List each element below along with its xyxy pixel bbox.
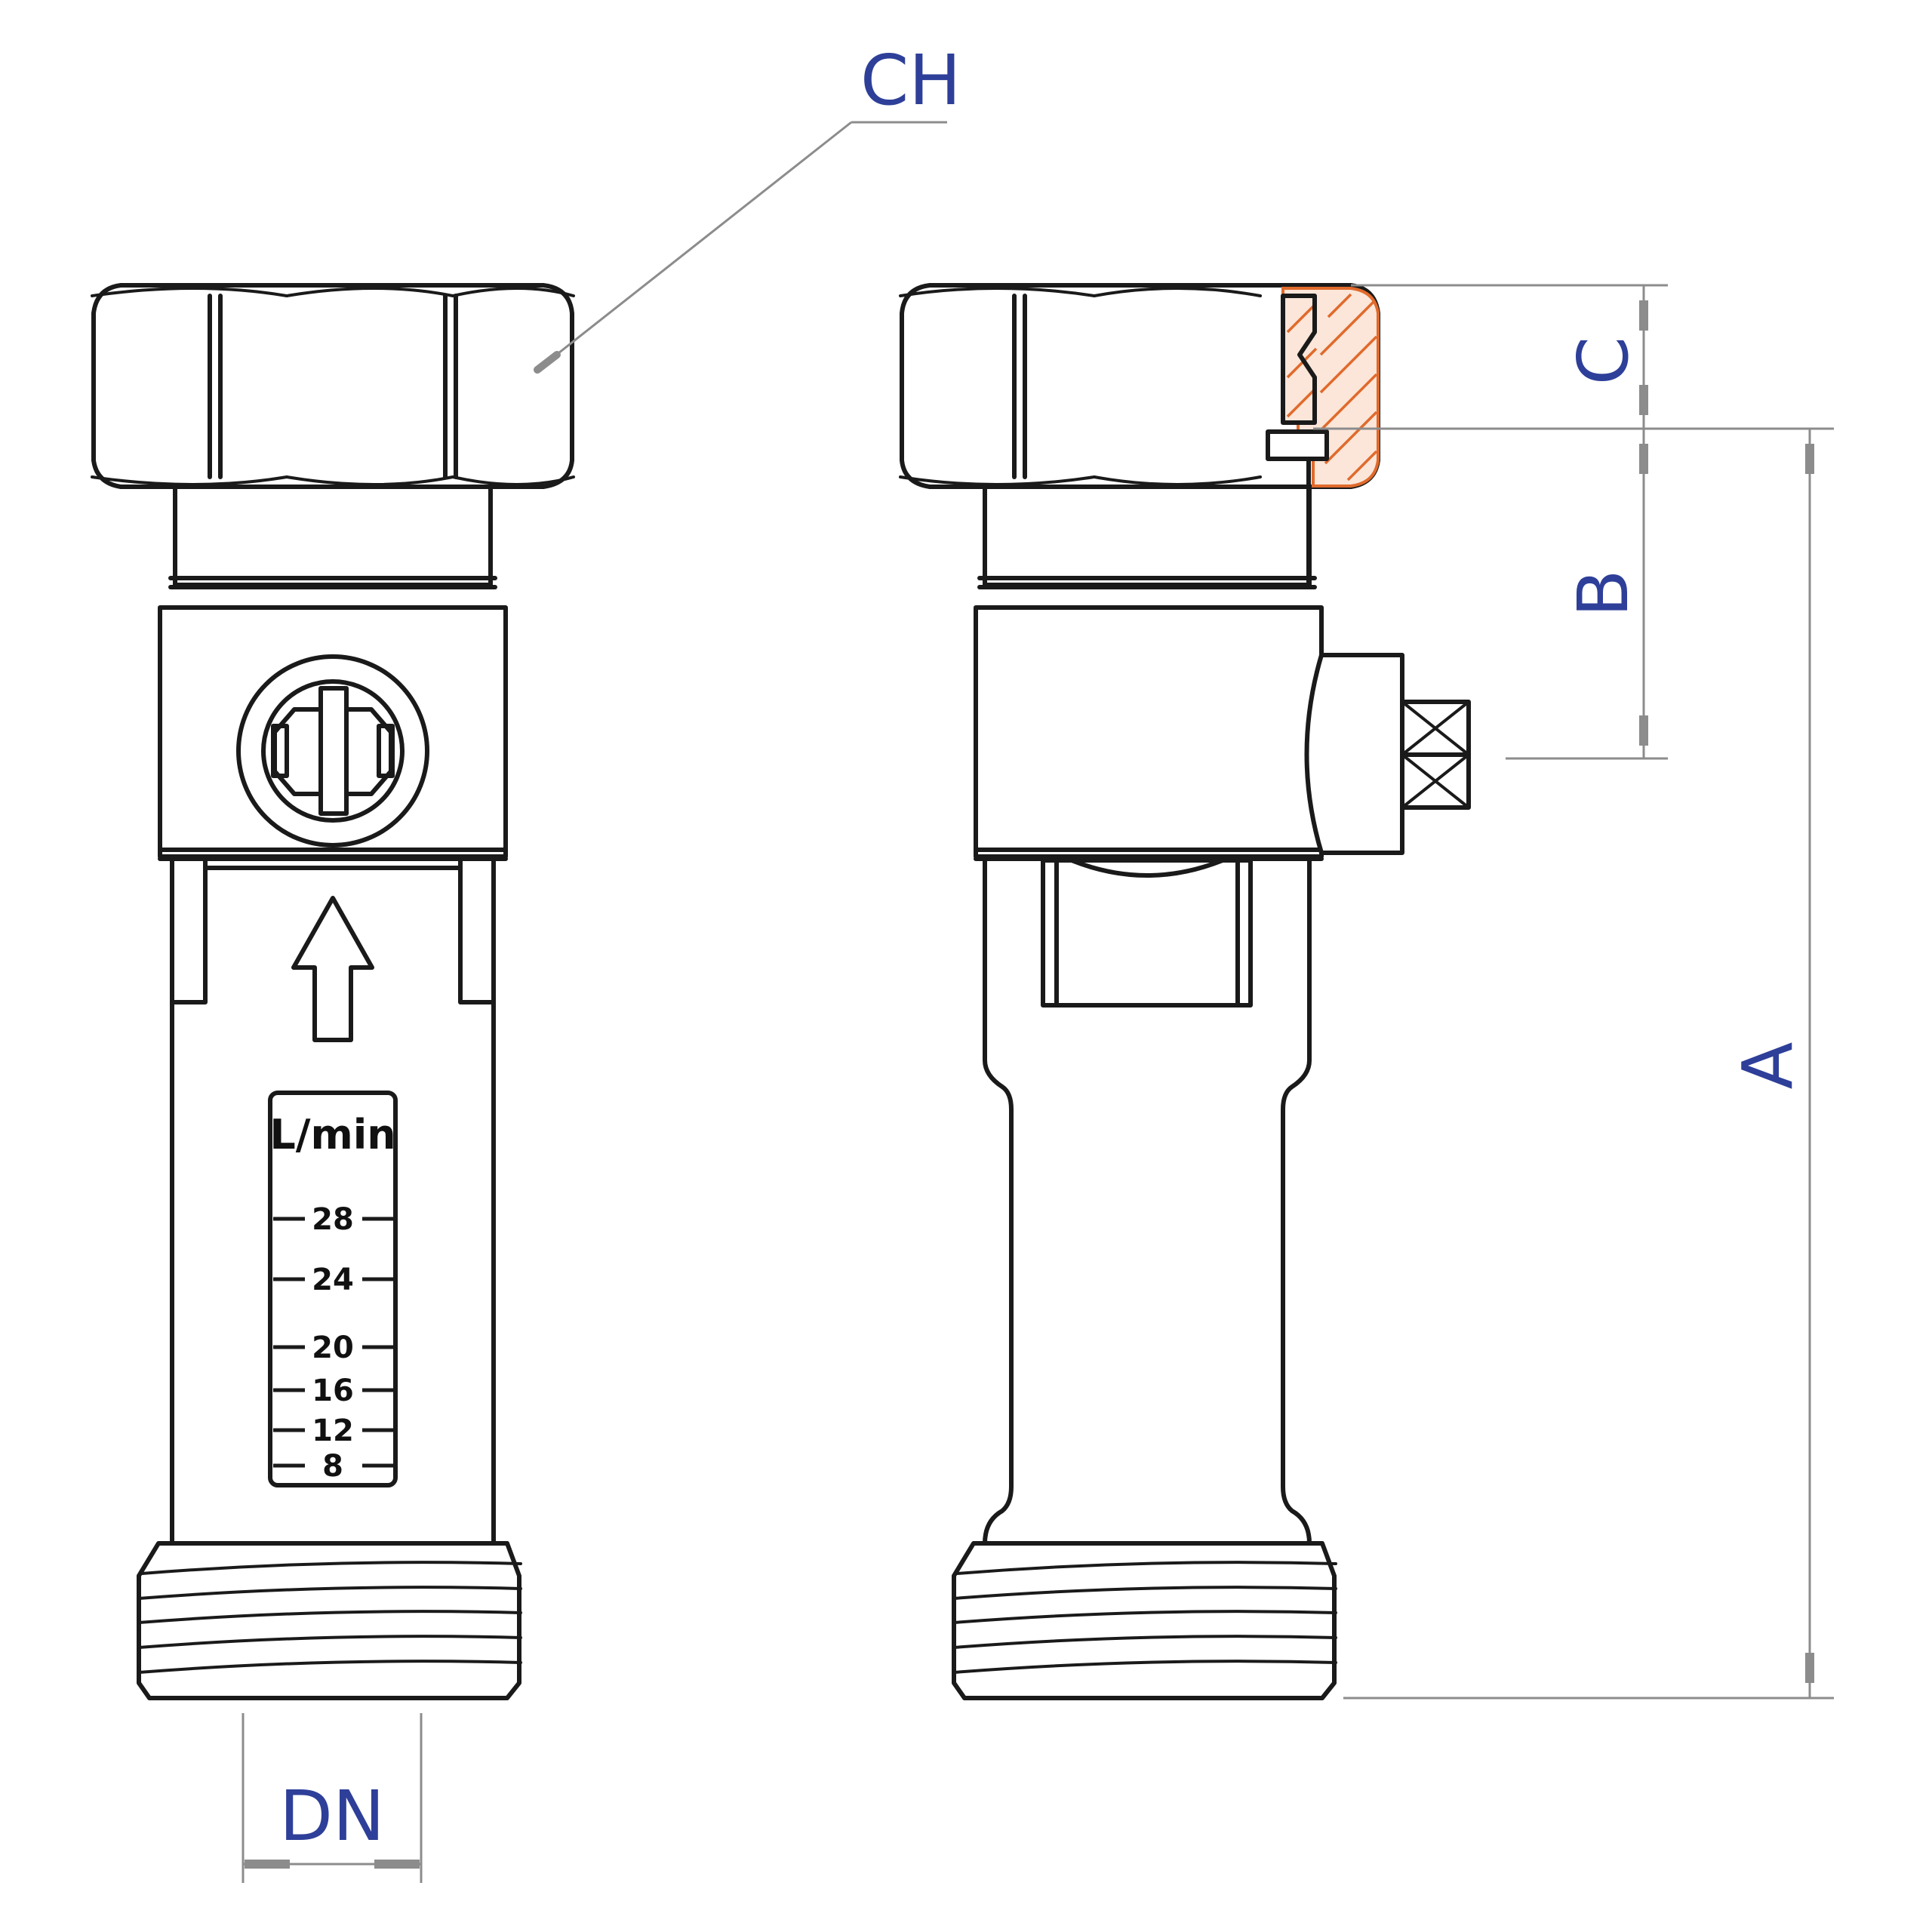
b-dimension: B — [1563, 429, 1648, 758]
side-thread — [952, 1541, 1337, 1700]
side-hex-nut — [899, 283, 1380, 489]
dimension-lines: C B A — [1313, 284, 1834, 1700]
c-label: C — [1563, 337, 1644, 385]
flow-scale-mark-label: 16 — [312, 1374, 354, 1408]
flow-scale-mark-label: 28 — [312, 1202, 354, 1237]
flow-scale-unit: L/min — [269, 1111, 395, 1158]
front-thread — [137, 1541, 522, 1700]
side-view — [899, 283, 1471, 1700]
side-lower-body — [983, 857, 1312, 1546]
b-label: B — [1563, 569, 1644, 617]
flow-scale-marks: 28 24 20 16 128 — [273, 1202, 394, 1484]
flow-scale-mark-label: 24 — [312, 1263, 354, 1297]
front-view: L/min 28 24 20 16 128 DN CH — [91, 40, 961, 1883]
c-dimension: C — [1563, 285, 1648, 429]
flow-scale-window: L/min 28 24 20 16 128 — [268, 1091, 398, 1487]
adjust-knob-icon — [236, 654, 429, 848]
a-label: A — [1727, 1041, 1808, 1089]
side-valve-housing — [974, 605, 1324, 859]
ch-leader: CH — [534, 40, 961, 374]
ch-label: CH — [860, 40, 961, 121]
flow-scale-mark-label: 12 — [312, 1414, 354, 1448]
side-neck — [983, 485, 1312, 587]
front-hex-nut — [91, 283, 575, 489]
flow-scale-mark-label: 20 — [312, 1331, 354, 1365]
flow-direction-arrow-icon — [291, 896, 374, 1042]
dn-dimension: DN — [242, 1713, 423, 1883]
flow-scale-mark-label: 8 — [322, 1449, 343, 1484]
dn-label: DN — [279, 1776, 385, 1857]
a-dimension: A — [1727, 429, 1814, 1698]
side-adjust-stem — [1304, 653, 1471, 855]
front-neck — [173, 485, 493, 587]
